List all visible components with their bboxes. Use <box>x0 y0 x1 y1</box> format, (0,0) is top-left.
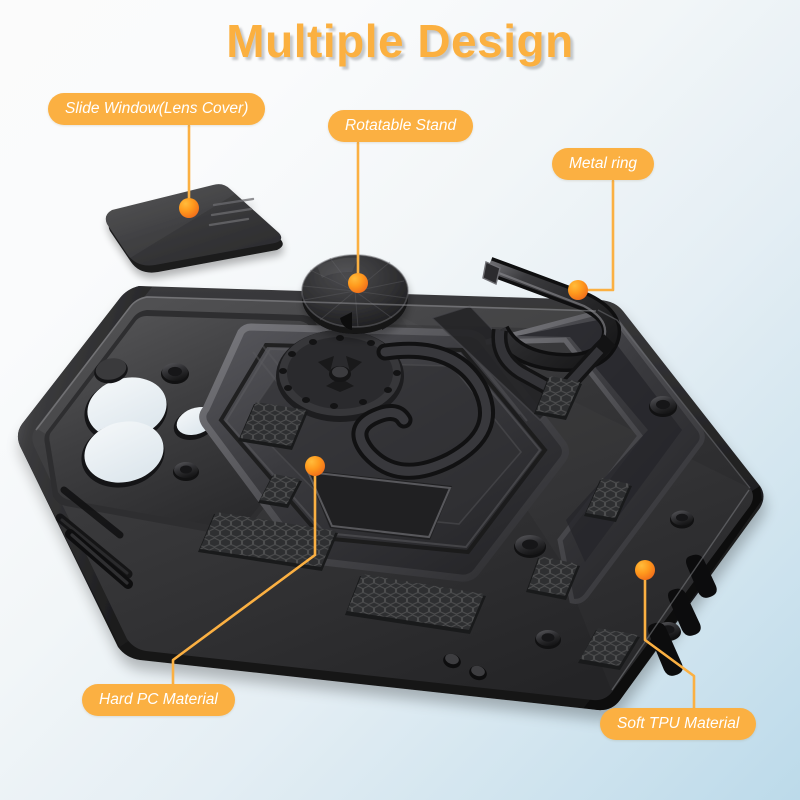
callout-dots <box>179 198 655 580</box>
callout-slide-window[interactable]: Slide Window(Lens Cover) <box>48 93 266 126</box>
metal-ring-part <box>430 257 621 422</box>
magnetic-plate <box>276 330 404 422</box>
connector-soft-tpu <box>643 572 696 712</box>
ring-cradle <box>351 341 496 480</box>
slide-window-part <box>105 184 283 273</box>
callout-metal-ring[interactable]: Metal ring <box>552 148 655 181</box>
dot-hard-pc-material <box>305 456 325 476</box>
callout-soft-tpu-material[interactable]: Soft TPU Material <box>600 708 757 741</box>
port-cutouts <box>65 529 717 681</box>
honeycomb-grips <box>198 376 640 670</box>
connector-hard-pc-material <box>171 468 317 688</box>
callout-rotatable-stand[interactable]: Rotatable Stand <box>328 110 474 143</box>
dot-slide-window <box>179 198 199 218</box>
connector-metal-ring <box>583 179 615 292</box>
dot-metal-ring <box>568 280 588 300</box>
speaker-holes <box>443 653 487 681</box>
rivet-details <box>161 363 694 649</box>
dot-rotatable-stand <box>348 273 368 293</box>
dot-soft-tpu <box>635 560 655 580</box>
callout-hard-pc-material[interactable]: Hard PC Material <box>82 684 235 717</box>
rim-highlights <box>35 296 751 691</box>
page-title: Multiple Design <box>226 15 574 67</box>
